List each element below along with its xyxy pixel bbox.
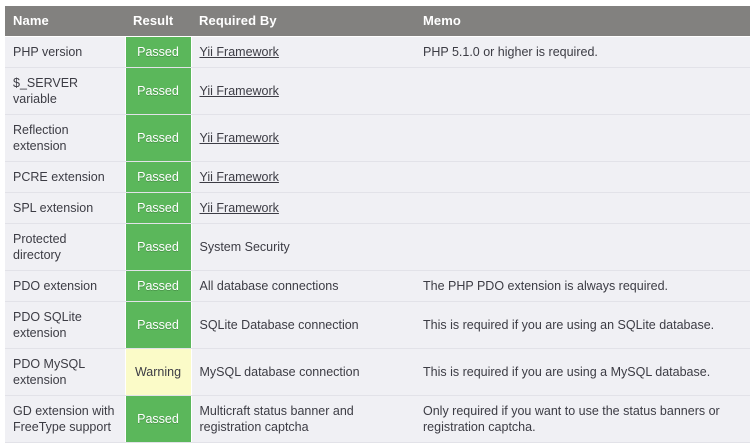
cell-required-by: SQLite Database connection: [191, 301, 415, 349]
cell-required-by: System Security: [191, 223, 415, 271]
cell-name: GD extension with FreeType support: [5, 395, 125, 443]
cell-name: PDO extension: [5, 270, 125, 302]
yii-framework-link[interactable]: Yii Framework: [199, 170, 279, 184]
cell-name: PDO MySQL extension: [5, 348, 125, 396]
yii-framework-link[interactable]: Yii Framework: [199, 131, 279, 145]
cell-name: PCRE extension: [5, 161, 125, 193]
cell-name: PHP version: [5, 36, 125, 68]
status-badge-passed: Passed: [124, 270, 192, 302]
status-badge-passed: Passed: [124, 161, 192, 193]
column-header-name: Name: [5, 6, 125, 37]
cell-name: Protected directory: [5, 223, 125, 271]
cell-name: PDO SQLite extension: [5, 301, 125, 349]
cell-required-by: MySQL database connection: [191, 348, 415, 396]
status-badge-passed: Passed: [124, 223, 192, 271]
table-header: Name Result Required By Memo: [5, 6, 750, 37]
cell-name: SPL extension: [5, 192, 125, 224]
column-header-memo: Memo: [415, 6, 750, 37]
yii-framework-link[interactable]: Yii Framework: [199, 201, 279, 215]
cell-name: Reflection extension: [5, 114, 125, 162]
cell-memo: Only required if you want to use the sta…: [415, 395, 750, 443]
cell-memo: PHP 5.1.0 or higher is required.: [415, 36, 750, 68]
cell-memo: [415, 114, 750, 162]
status-badge-passed: Passed: [124, 192, 192, 224]
cell-required-by: Yii Framework: [191, 36, 415, 68]
requirements-table: Name Result Required By Memo PHP version…: [5, 6, 750, 443]
cell-required-by: All database connections: [191, 270, 415, 302]
cell-memo: [415, 161, 750, 193]
status-badge-warning: Warning: [124, 348, 192, 396]
yii-framework-link[interactable]: Yii Framework: [199, 84, 279, 98]
status-badge-passed: Passed: [124, 67, 192, 115]
column-header-required-by: Required By: [191, 6, 415, 37]
cell-memo: The PHP PDO extension is always required…: [415, 270, 750, 302]
yii-framework-link[interactable]: Yii Framework: [199, 45, 279, 59]
cell-memo: [415, 192, 750, 224]
cell-required-by: Yii Framework: [191, 161, 415, 193]
status-badge-passed: Passed: [124, 36, 192, 68]
cell-memo: [415, 67, 750, 115]
cell-name: $_SERVER variable: [5, 67, 125, 115]
status-badge-passed: Passed: [124, 301, 192, 349]
cell-memo: [415, 223, 750, 271]
cell-required-by: Yii Framework: [191, 67, 415, 115]
cell-required-by: Yii Framework: [191, 114, 415, 162]
status-badge-passed: Passed: [124, 114, 192, 162]
cell-memo: This is required if you are using an SQL…: [415, 301, 750, 349]
cell-required-by: Yii Framework: [191, 192, 415, 224]
table-header-row: Name Result Required By Memo: [5, 6, 750, 37]
status-badge-passed: Passed: [124, 395, 192, 443]
cell-memo: This is required if you are using a MySQ…: [415, 348, 750, 396]
column-header-result: Result: [125, 6, 191, 37]
cell-required-by: Multicraft status banner and registratio…: [191, 395, 415, 443]
